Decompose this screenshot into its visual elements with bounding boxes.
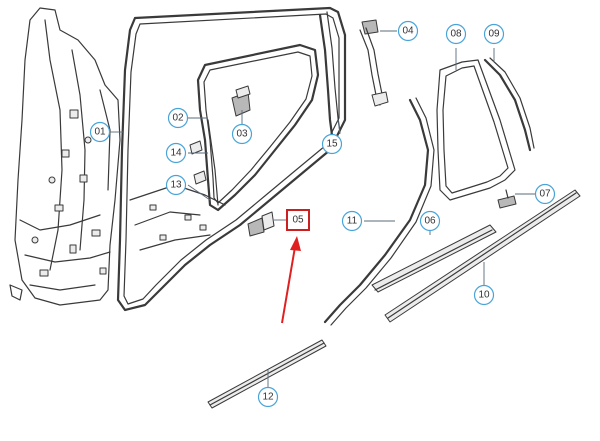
callout-05[interactable]: 05	[286, 209, 310, 231]
callout-11[interactable]: 11	[341, 210, 363, 232]
callout-01-label: 01	[94, 127, 106, 138]
callout-09-label: 09	[488, 29, 500, 40]
callout-08[interactable]: 08	[445, 23, 467, 45]
callout-14[interactable]: 14	[165, 142, 187, 164]
callout-03[interactable]: 03	[231, 123, 253, 145]
part-09-strip	[483, 57, 535, 152]
part-04-clip	[359, 19, 389, 107]
callout-09[interactable]: 09	[483, 23, 505, 45]
part-13-14-markers	[189, 140, 207, 185]
part-05-clip	[247, 211, 275, 237]
part-06-belt-molding	[371, 224, 497, 293]
part-08-quarter-glass	[436, 59, 516, 201]
callout-04-label: 04	[402, 26, 414, 37]
callout-06-label: 06	[424, 216, 436, 227]
callout-03-label: 03	[236, 129, 248, 140]
callout-08-label: 08	[450, 29, 462, 40]
leader-lines	[110, 30, 535, 388]
callout-02[interactable]: 02	[167, 107, 189, 129]
part-11-curved-seal	[323, 97, 435, 326]
highlight-arrow	[281, 236, 301, 324]
callout-04[interactable]: 04	[397, 20, 419, 42]
part-12-sill-strip	[207, 339, 327, 409]
callout-06[interactable]: 06	[419, 210, 441, 232]
part-03-bracket	[231, 85, 251, 117]
callout-10[interactable]: 10	[473, 284, 495, 306]
callout-02-label: 02	[172, 113, 184, 124]
body-side-panel	[9, 7, 121, 306]
callout-13-label: 13	[170, 180, 182, 191]
callout-07-label: 07	[539, 189, 551, 200]
door-frame-seal	[116, 6, 347, 312]
callout-07[interactable]: 07	[534, 183, 556, 205]
part-07-clip	[497, 189, 517, 209]
callout-13[interactable]: 13	[165, 174, 187, 196]
callout-11-label: 11	[347, 216, 358, 227]
window-frame-seal	[196, 43, 320, 212]
part-10-belt-strip	[384, 189, 581, 323]
callout-10-label: 10	[478, 290, 490, 301]
callout-15[interactable]: 15	[321, 133, 343, 155]
callout-14-label: 14	[170, 148, 182, 159]
callout-12-label: 12	[262, 392, 274, 403]
callout-12[interactable]: 12	[257, 386, 279, 408]
callout-15-label: 15	[326, 139, 338, 150]
callout-05-label: 05	[292, 215, 304, 226]
callout-01[interactable]: 01	[89, 121, 111, 143]
